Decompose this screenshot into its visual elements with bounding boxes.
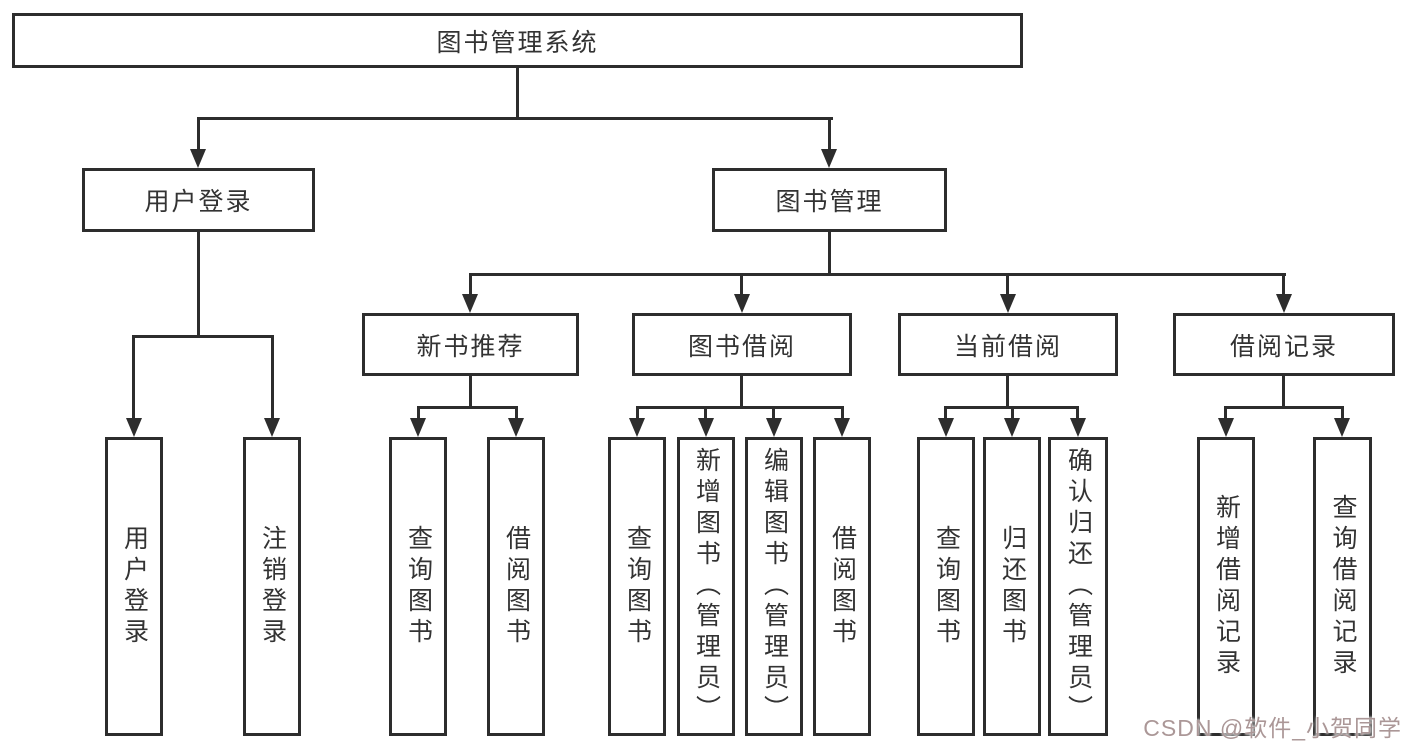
leaf-label: 新增图书（管理员）	[692, 447, 721, 726]
arrowhead	[1000, 294, 1016, 313]
leaf-label: 用户登录	[120, 524, 149, 649]
arrowhead	[410, 418, 426, 437]
connector-line	[828, 232, 831, 273]
arrowhead	[264, 418, 280, 437]
arrowhead	[698, 418, 714, 437]
connector-line	[772, 406, 775, 419]
leaf-label: 借阅图书	[828, 524, 857, 649]
connector-line	[1006, 273, 1009, 295]
connector-line	[636, 406, 844, 409]
leaf-label: 借阅图书	[502, 524, 531, 649]
node-label: 当前借阅	[953, 332, 1062, 361]
node-book-borrow: 图书借阅	[632, 313, 852, 376]
arrowhead	[1218, 418, 1234, 437]
leaf-label: 确认归还（管理员）	[1064, 447, 1093, 726]
arrowhead	[834, 418, 850, 437]
node-label: 用户登录	[144, 188, 253, 216]
connector-line	[1224, 406, 1227, 419]
node-library-system: 图书管理系统	[12, 13, 1023, 68]
connector-line	[417, 406, 518, 409]
connector-line	[740, 376, 743, 406]
connector-line	[469, 273, 472, 295]
leaf-query-books-borrow: 查询图书	[608, 437, 666, 736]
node-new-book-recommend: 新书推荐	[362, 313, 579, 376]
leaf-return-book: 归还图书	[983, 437, 1041, 736]
leaf-logout: 注销登录	[243, 437, 301, 736]
arrowhead	[821, 149, 837, 168]
leaf-borrow-books-recommend: 借阅图书	[487, 437, 545, 736]
arrowhead	[462, 294, 478, 313]
connector-line	[828, 117, 831, 150]
arrowhead	[1004, 418, 1020, 437]
leaf-user-login: 用户登录	[105, 437, 163, 736]
arrowhead	[938, 418, 954, 437]
connector-line	[469, 273, 1286, 276]
connector-line	[197, 117, 200, 150]
arrowhead	[734, 294, 750, 313]
node-borrow-records: 借阅记录	[1173, 313, 1395, 376]
leaf-label: 归还图书	[998, 524, 1027, 649]
connector-line	[197, 117, 833, 120]
connector-line	[469, 376, 472, 406]
leaf-label: 新增借阅记录	[1212, 493, 1241, 680]
leaf-label: 查询图书	[404, 524, 433, 649]
leaf-label: 注销登录	[258, 524, 287, 649]
arrowhead	[190, 149, 206, 168]
arrowhead	[126, 418, 142, 437]
arrowhead	[1070, 418, 1086, 437]
node-label: 新书推荐	[416, 332, 525, 361]
arrowhead	[766, 418, 782, 437]
node-label: 图书借阅	[687, 332, 796, 361]
connector-line	[417, 406, 420, 419]
connector-line	[636, 406, 639, 419]
leaf-add-book-admin: 新增图书（管理员）	[677, 437, 735, 736]
arrowhead	[1334, 418, 1350, 437]
arrowhead	[508, 418, 524, 437]
leaf-label: 查询图书	[623, 524, 652, 649]
connector-line	[1006, 376, 1009, 406]
leaf-edit-book-admin: 编辑图书（管理员）	[745, 437, 803, 736]
connector-line	[516, 68, 519, 117]
csdn-watermark: CSDN @软件_小贺同学	[1143, 715, 1402, 741]
node-current-borrow: 当前借阅	[898, 313, 1118, 376]
connector-line	[1076, 406, 1079, 419]
connector-line	[1341, 406, 1344, 419]
leaf-borrow-books-borrow: 借阅图书	[813, 437, 871, 736]
connector-line	[132, 335, 274, 338]
connector-line	[740, 273, 743, 295]
connector-line	[1224, 406, 1343, 409]
leaf-add-borrow-record: 新增借阅记录	[1197, 437, 1255, 736]
connector-line	[1011, 406, 1014, 419]
arrowhead	[1276, 294, 1292, 313]
node-label: 图书管理	[775, 188, 884, 216]
connector-line	[944, 406, 947, 419]
connector-line	[197, 232, 200, 335]
leaf-confirm-return-admin: 确认归还（管理员）	[1048, 437, 1108, 736]
connector-line	[132, 335, 135, 419]
connector-line	[515, 406, 518, 419]
node-label: 借阅记录	[1229, 332, 1338, 361]
leaf-label: 编辑图书（管理员）	[760, 447, 789, 726]
leaf-label: 查询借阅记录	[1329, 493, 1357, 680]
leaf-label: 查询图书	[932, 524, 961, 649]
leaf-query-borrow-record: 查询借阅记录	[1313, 437, 1372, 736]
node-label: 图书管理系统	[436, 28, 599, 57]
connector-line	[704, 406, 707, 419]
leaf-query-books-recommend: 查询图书	[389, 437, 447, 736]
connector-line	[841, 406, 844, 419]
connector-line	[1282, 273, 1285, 295]
node-user-login: 用户登录	[82, 168, 315, 232]
arrowhead	[629, 418, 645, 437]
connector-line	[271, 335, 274, 419]
node-book-management: 图书管理	[712, 168, 947, 232]
connector-line	[1282, 376, 1285, 406]
leaf-query-books-current: 查询图书	[917, 437, 975, 736]
